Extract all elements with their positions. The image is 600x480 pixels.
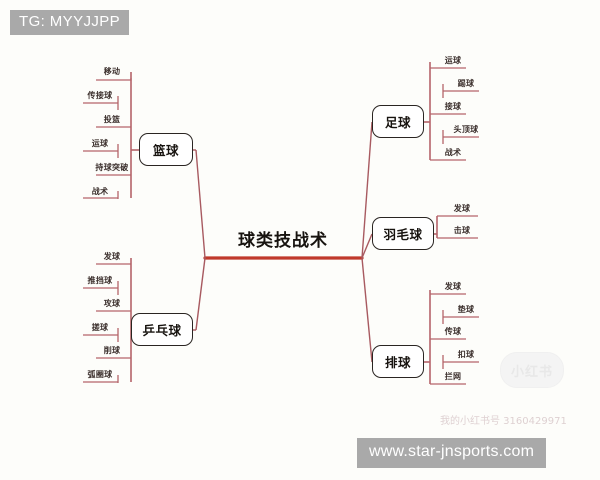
leaf-soccer-4[interactable]: 头顶球: [453, 125, 479, 134]
leaf-badminton-1[interactable]: 发球: [453, 204, 471, 213]
leaf-soccer-1[interactable]: 运球: [444, 56, 462, 65]
leaf-basketball-3[interactable]: 投篮: [103, 115, 121, 124]
website-watermark: www.star-jnsports.com: [357, 438, 547, 468]
branch-node-volleyball[interactable]: 排球: [372, 345, 424, 378]
leaf-table-tennis-2[interactable]: 推挡球: [87, 276, 113, 285]
leaf-table-tennis-3[interactable]: 攻球: [103, 299, 121, 308]
leaf-volleyball-5[interactable]: 拦网: [444, 372, 462, 381]
leaf-volleyball-2[interactable]: 垫球: [457, 305, 475, 314]
leaf-volleyball-1[interactable]: 发球: [444, 282, 462, 291]
leaf-table-tennis-1[interactable]: 发球: [103, 252, 121, 261]
leaf-soccer-5[interactable]: 战术: [444, 148, 462, 157]
xiaohongshu-logo-watermark: 小红书: [500, 352, 564, 388]
leaf-basketball-6[interactable]: 战术: [91, 187, 109, 196]
leaf-table-tennis-5[interactable]: 削球: [103, 346, 121, 355]
leaf-badminton-2[interactable]: 击球: [453, 226, 471, 235]
leaf-basketball-1[interactable]: 移动: [103, 67, 121, 76]
leaf-soccer-3[interactable]: 接球: [444, 102, 462, 111]
leaf-basketball-5[interactable]: 持球突破: [95, 163, 129, 172]
leaf-table-tennis-6[interactable]: 弧圈球: [87, 370, 113, 379]
telegram-watermark: TG: MYYJJPP: [10, 10, 130, 35]
branch-node-basketball[interactable]: 篮球: [139, 133, 193, 166]
branch-node-table-tennis[interactable]: 乒乓球: [131, 313, 193, 346]
branch-node-soccer[interactable]: 足球: [372, 105, 424, 138]
leaf-basketball-2[interactable]: 传接球: [87, 91, 113, 100]
leaf-soccer-2[interactable]: 踢球: [457, 79, 475, 88]
leaf-volleyball-3[interactable]: 传球: [444, 327, 462, 336]
xiaohongshu-id-watermark: 我的小红书号 3160429971: [440, 416, 567, 427]
root-node-label[interactable]: 球类技战术: [238, 231, 328, 251]
leaf-basketball-4[interactable]: 运球: [91, 139, 109, 148]
branch-node-badminton[interactable]: 羽毛球: [372, 217, 434, 250]
leaf-table-tennis-4[interactable]: 搓球: [91, 323, 109, 332]
leaf-volleyball-4[interactable]: 扣球: [457, 350, 475, 359]
